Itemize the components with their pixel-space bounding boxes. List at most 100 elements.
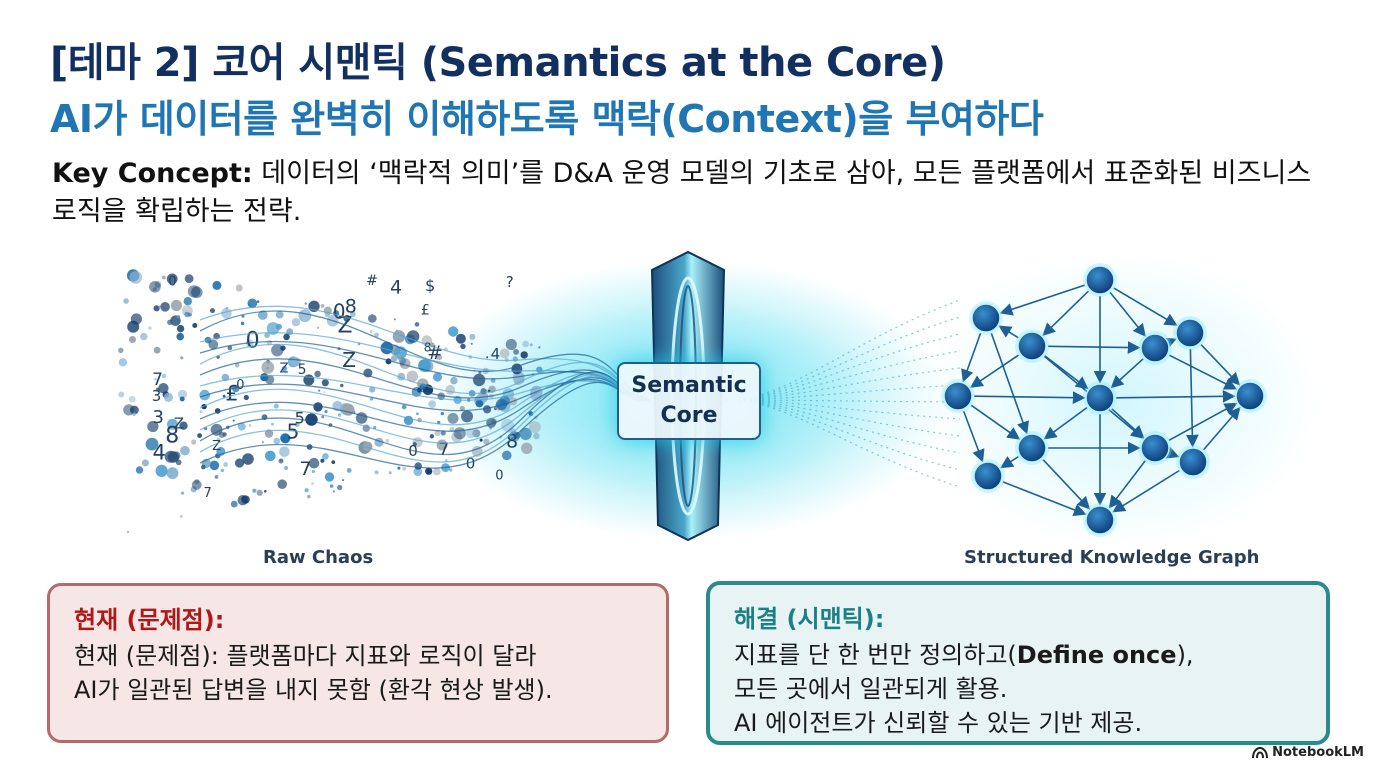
chaos-glyph: 7	[204, 486, 212, 501]
graph-edge	[1162, 337, 1177, 350]
chaos-dot	[265, 450, 276, 462]
chaos-dot	[278, 458, 284, 464]
chaos-dot	[271, 344, 284, 357]
chaos-dot	[175, 459, 182, 466]
chaos-dot	[461, 410, 473, 423]
chaos-dot	[369, 330, 373, 334]
graph-node	[1085, 265, 1115, 295]
chaos-dot	[191, 479, 202, 490]
graph-glow	[920, 250, 1320, 550]
chaos-dot	[176, 332, 184, 341]
chaos-dot	[277, 479, 288, 490]
chaos-dot	[391, 355, 398, 362]
chaos-dot	[318, 389, 321, 392]
chaos-dot	[210, 308, 215, 314]
page-title: [테마 2] 코어 시맨틱 (Semantics at the Core)	[50, 40, 946, 86]
chaos-dot	[369, 397, 373, 401]
chaos-dot	[449, 468, 453, 472]
chaos-dot	[346, 468, 352, 473]
page-subtitle: AI가 데이터를 완벽히 이해하도록 맥락(Context)을 부여하다	[50, 97, 1044, 141]
chaos-dot	[472, 373, 486, 387]
chaos-dot	[227, 345, 233, 351]
raw-chaos-label: Raw Chaos	[263, 547, 374, 568]
chaos-dot	[428, 400, 436, 408]
chaos-dot	[279, 446, 290, 458]
chaos-dot	[308, 457, 320, 469]
chaos-glyph: Z	[338, 313, 353, 338]
chaos-dot	[234, 458, 245, 468]
chaos-dot	[321, 415, 325, 419]
chaos-dot	[160, 302, 170, 312]
chaos-dot	[218, 431, 225, 438]
graph-edge	[969, 354, 1020, 388]
chaos-dot	[470, 342, 473, 345]
chaos-dot	[214, 475, 219, 479]
knowledge-graph	[941, 263, 1267, 537]
chaos-dot	[291, 318, 301, 327]
chaos-dot	[329, 484, 334, 488]
problem-card: 현재 (문제점): 현재 (문제점): 플랫폼마다 지표와 로직이 달라 AI가…	[47, 583, 669, 743]
chaos-dot	[141, 459, 149, 467]
chaos-dot	[380, 341, 394, 355]
chaos-dot	[199, 410, 203, 414]
chaos-dot	[342, 479, 344, 482]
define-once-text: Define once	[1016, 641, 1177, 669]
chaos-glyph: #	[366, 273, 378, 289]
chaos-dot	[311, 469, 315, 474]
chaos-dot	[393, 318, 396, 321]
graph-edge	[1042, 290, 1090, 337]
key-concept-label: Key Concept:	[52, 158, 253, 189]
chaos-glyph: Z	[280, 361, 289, 376]
graph-edge	[999, 284, 1086, 316]
problem-line-1: 현재 (문제점): 플랫폼마다 지표와 로직이 달라	[74, 642, 537, 670]
graph-flow-line	[725, 350, 961, 401]
chaos-dot	[486, 356, 489, 359]
chaos-dot	[179, 421, 188, 430]
chaos-dot	[260, 373, 269, 382]
chaos-dot	[208, 339, 219, 350]
chaos-dot	[232, 419, 235, 422]
chaos-dot	[197, 433, 203, 438]
key-concept: Key Concept: 데이터의 ‘맥락적 의미’를 D&A 운영 모델의 기…	[52, 155, 1312, 231]
chaos-dot	[416, 412, 419, 416]
chaos-dot	[475, 399, 484, 408]
chaos-dot	[248, 424, 252, 427]
chaos-dot	[270, 422, 274, 426]
graph-edge	[1113, 287, 1178, 326]
chaos-glyph: £	[421, 303, 430, 319]
chaos-dot	[240, 321, 245, 326]
chaos-glyph: 4	[491, 345, 501, 363]
chaos-dot	[369, 386, 376, 393]
notebooklm-brand: NotebookLM	[1252, 745, 1364, 760]
chaos-dot	[237, 422, 246, 431]
chaos-glyph: 8	[165, 423, 179, 448]
chaos-dot	[161, 373, 167, 379]
chaos-dot	[521, 442, 533, 454]
chaos-glyph: $	[425, 276, 435, 295]
chaos-dot	[332, 490, 335, 493]
chaos-dot	[499, 348, 510, 359]
semantic-core-box: Semantic Core	[617, 362, 761, 440]
chaos-dot	[252, 488, 257, 493]
chaos-dot	[158, 305, 161, 308]
chaos-dot	[149, 281, 161, 293]
chaos-dot	[261, 361, 275, 374]
solution-heading: 해결 (시맨틱):	[734, 605, 885, 633]
chaos-dot	[317, 326, 320, 329]
chaos-dot	[123, 298, 129, 304]
chaos-dot	[323, 391, 326, 394]
chaos-dot	[261, 441, 264, 444]
chaos-dot	[340, 383, 344, 388]
solution-line-1c: ),	[1176, 641, 1194, 669]
graph-node	[973, 461, 1003, 491]
chaos-dot	[180, 356, 184, 360]
chaos-dot	[425, 467, 433, 475]
graph-edge	[1047, 341, 1141, 354]
chaos-dot	[342, 403, 355, 416]
chaos-dot	[284, 466, 289, 470]
brand-text: NotebookLM	[1272, 745, 1364, 760]
chaos-dot	[466, 428, 476, 439]
graph-edge	[1165, 446, 1180, 459]
